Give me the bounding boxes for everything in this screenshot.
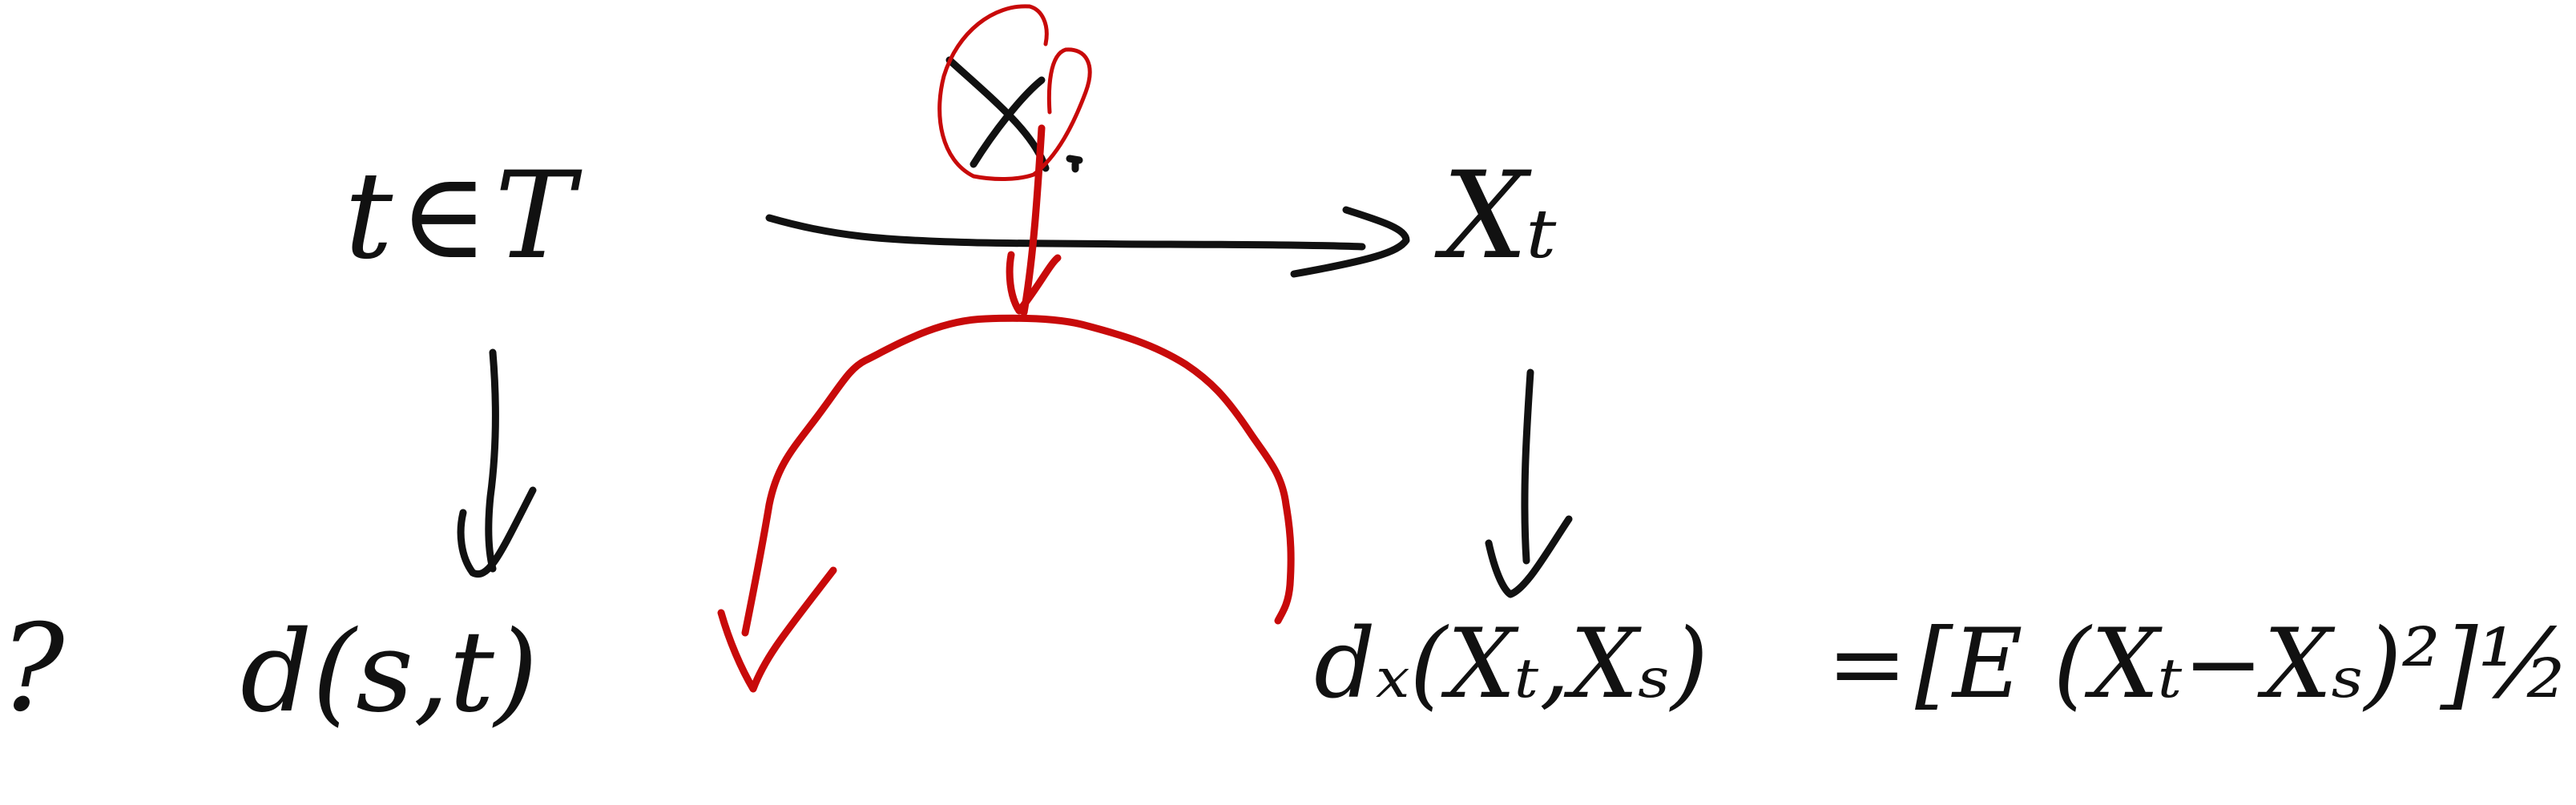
equals-sign: = (1827, 609, 1908, 720)
left-down-arrow-shaft (485, 348, 499, 573)
red-scribble-loop (937, 4, 1092, 182)
expectation-formula: [E (Xₜ−Xₛ)²]½ (1915, 609, 2571, 720)
dX-Xt-Xs-label: dₓ(Xₜ,Xₛ) (1314, 609, 1709, 720)
crossed-x-stroke-1 (945, 56, 1050, 172)
X-t-label: Xₜ (1442, 147, 1558, 286)
t-in-T-label: t∈T (345, 147, 582, 286)
right-down-arrow-head (1485, 515, 1573, 598)
red-arc-left-head (717, 566, 837, 693)
left-down-arrow-head (457, 486, 537, 578)
d-s-t-label: d(s,t) (240, 607, 538, 738)
red-down-arrow-shaft (1020, 124, 1046, 316)
question-mark: ? (0, 599, 65, 739)
red-down-arrow-head (1006, 251, 1062, 315)
crossed-x-stroke-2 (970, 76, 1046, 168)
small-dot-mark (1066, 155, 1083, 173)
map-arrow-shaft (765, 214, 1366, 251)
map-arrow-head (1290, 206, 1410, 278)
red-arc (741, 314, 1295, 637)
right-down-arrow-shaft (1521, 368, 1534, 565)
